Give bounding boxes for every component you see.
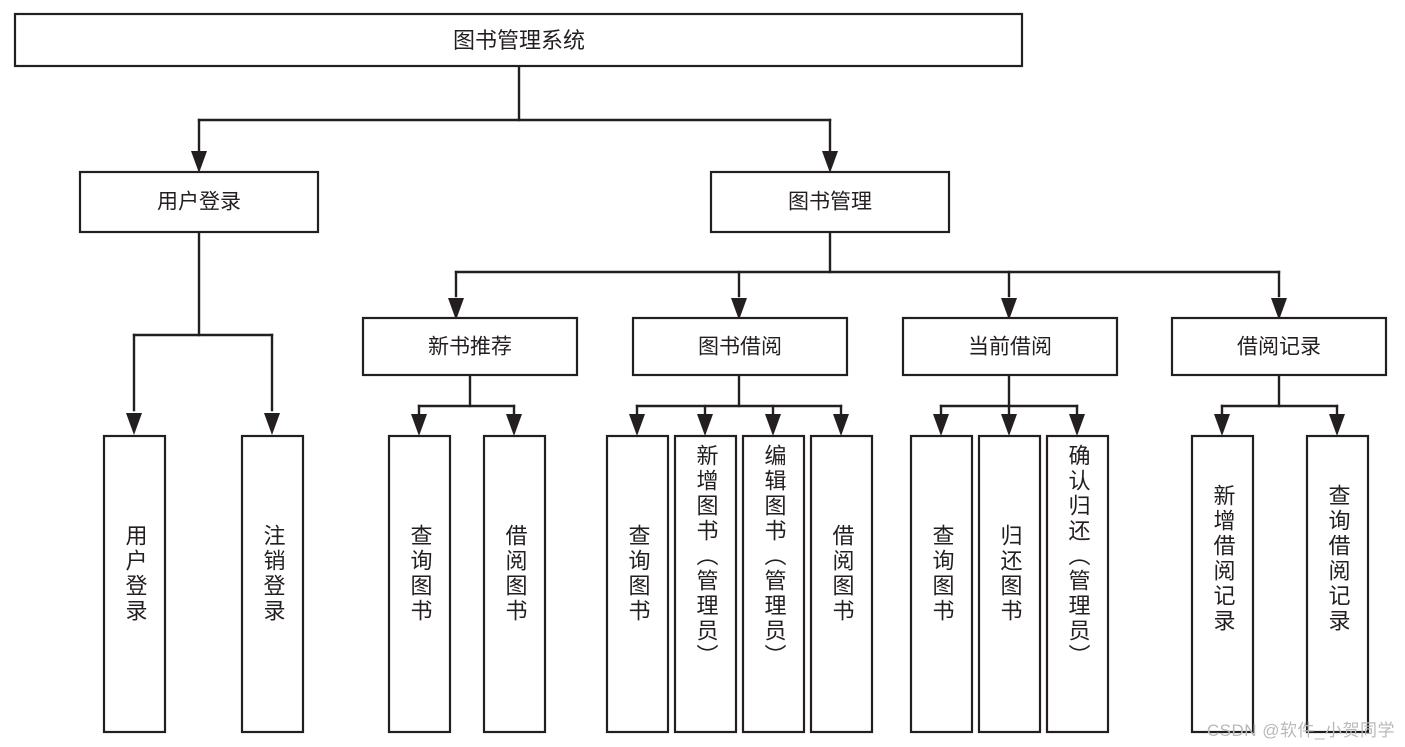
leaf-boxes-current-borrow: [909, 434, 1110, 734]
leaf-box-borrow-edit[interactable]: [741, 434, 806, 734]
leaf-box-current-query[interactable]: [909, 434, 974, 734]
connector-newbook-to-leaves: [411, 373, 522, 436]
node-book-management[interactable]: 图书管理: [709, 170, 951, 234]
leaf-box-records-query[interactable]: [1305, 434, 1370, 734]
leaf-box-current-return[interactable]: [977, 434, 1042, 734]
node-label-new-book-recommend: 新书推荐: [428, 336, 512, 359]
node-book-borrow[interactable]: 图书借阅: [631, 316, 849, 377]
node-borrow-records[interactable]: 借阅记录: [1170, 316, 1388, 377]
leaf-box-recommend-borrow[interactable]: [482, 434, 547, 734]
csdn-watermark: CSDN @软件_小贺同学: [1206, 721, 1395, 740]
node-label-book-borrow: 图书借阅: [698, 336, 782, 359]
leaf-boxes-new-book-recommend: [387, 434, 547, 734]
leaf-boxes-book-borrow: [605, 434, 874, 734]
node-label-root: 图书管理系统: [453, 28, 585, 53]
leaf-box-borrow-add[interactable]: [673, 434, 738, 734]
leaf-box-recommend-query[interactable]: [387, 434, 452, 734]
connector-records-to-leaves: [1214, 373, 1345, 436]
leaf-box-user-login-logout[interactable]: [240, 434, 305, 734]
node-new-book-recommend[interactable]: 新书推荐: [361, 316, 579, 377]
connector-bookmgmt-to-level3: [448, 230, 1287, 320]
node-label-book-management: 图书管理: [788, 191, 872, 214]
connector-current-to-leaves: [933, 373, 1085, 436]
node-root-book-management-system[interactable]: 图书管理系统: [13, 12, 1024, 68]
node-current-borrow[interactable]: 当前借阅: [901, 316, 1119, 377]
node-label-borrow-records: 借阅记录: [1237, 336, 1321, 359]
node-label-user-login: 用户登录: [157, 191, 241, 214]
node-label-current-borrow: 当前借阅: [968, 336, 1052, 359]
leaf-box-current-confirm[interactable]: [1045, 434, 1110, 734]
leaf-box-records-add[interactable]: [1190, 434, 1255, 734]
leaf-boxes-borrow-records: [1190, 434, 1370, 734]
connector-root-to-level2: [191, 64, 838, 173]
leaf-box-borrow-query[interactable]: [605, 434, 670, 734]
leaf-box-borrow-lend[interactable]: [809, 434, 874, 734]
leaf-boxes-user-login: [102, 434, 305, 734]
connector-userlogin-to-leaves: [126, 230, 280, 435]
leaf-box-user-login-login[interactable]: [102, 434, 167, 734]
connector-borrow-to-leaves: [629, 373, 849, 436]
node-user-login[interactable]: 用户登录: [78, 170, 320, 234]
